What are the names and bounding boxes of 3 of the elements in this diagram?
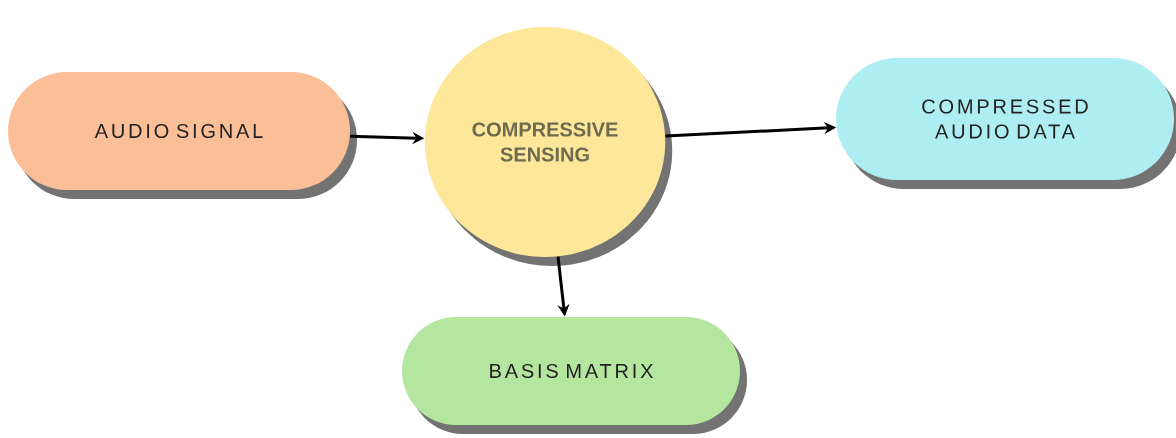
- output-box: COMPRESSED AUDIO DATA: [836, 58, 1176, 189]
- input-box: AUDIO SIGNAL: [8, 72, 357, 199]
- result-box: BASIS MATRIX: [402, 317, 747, 434]
